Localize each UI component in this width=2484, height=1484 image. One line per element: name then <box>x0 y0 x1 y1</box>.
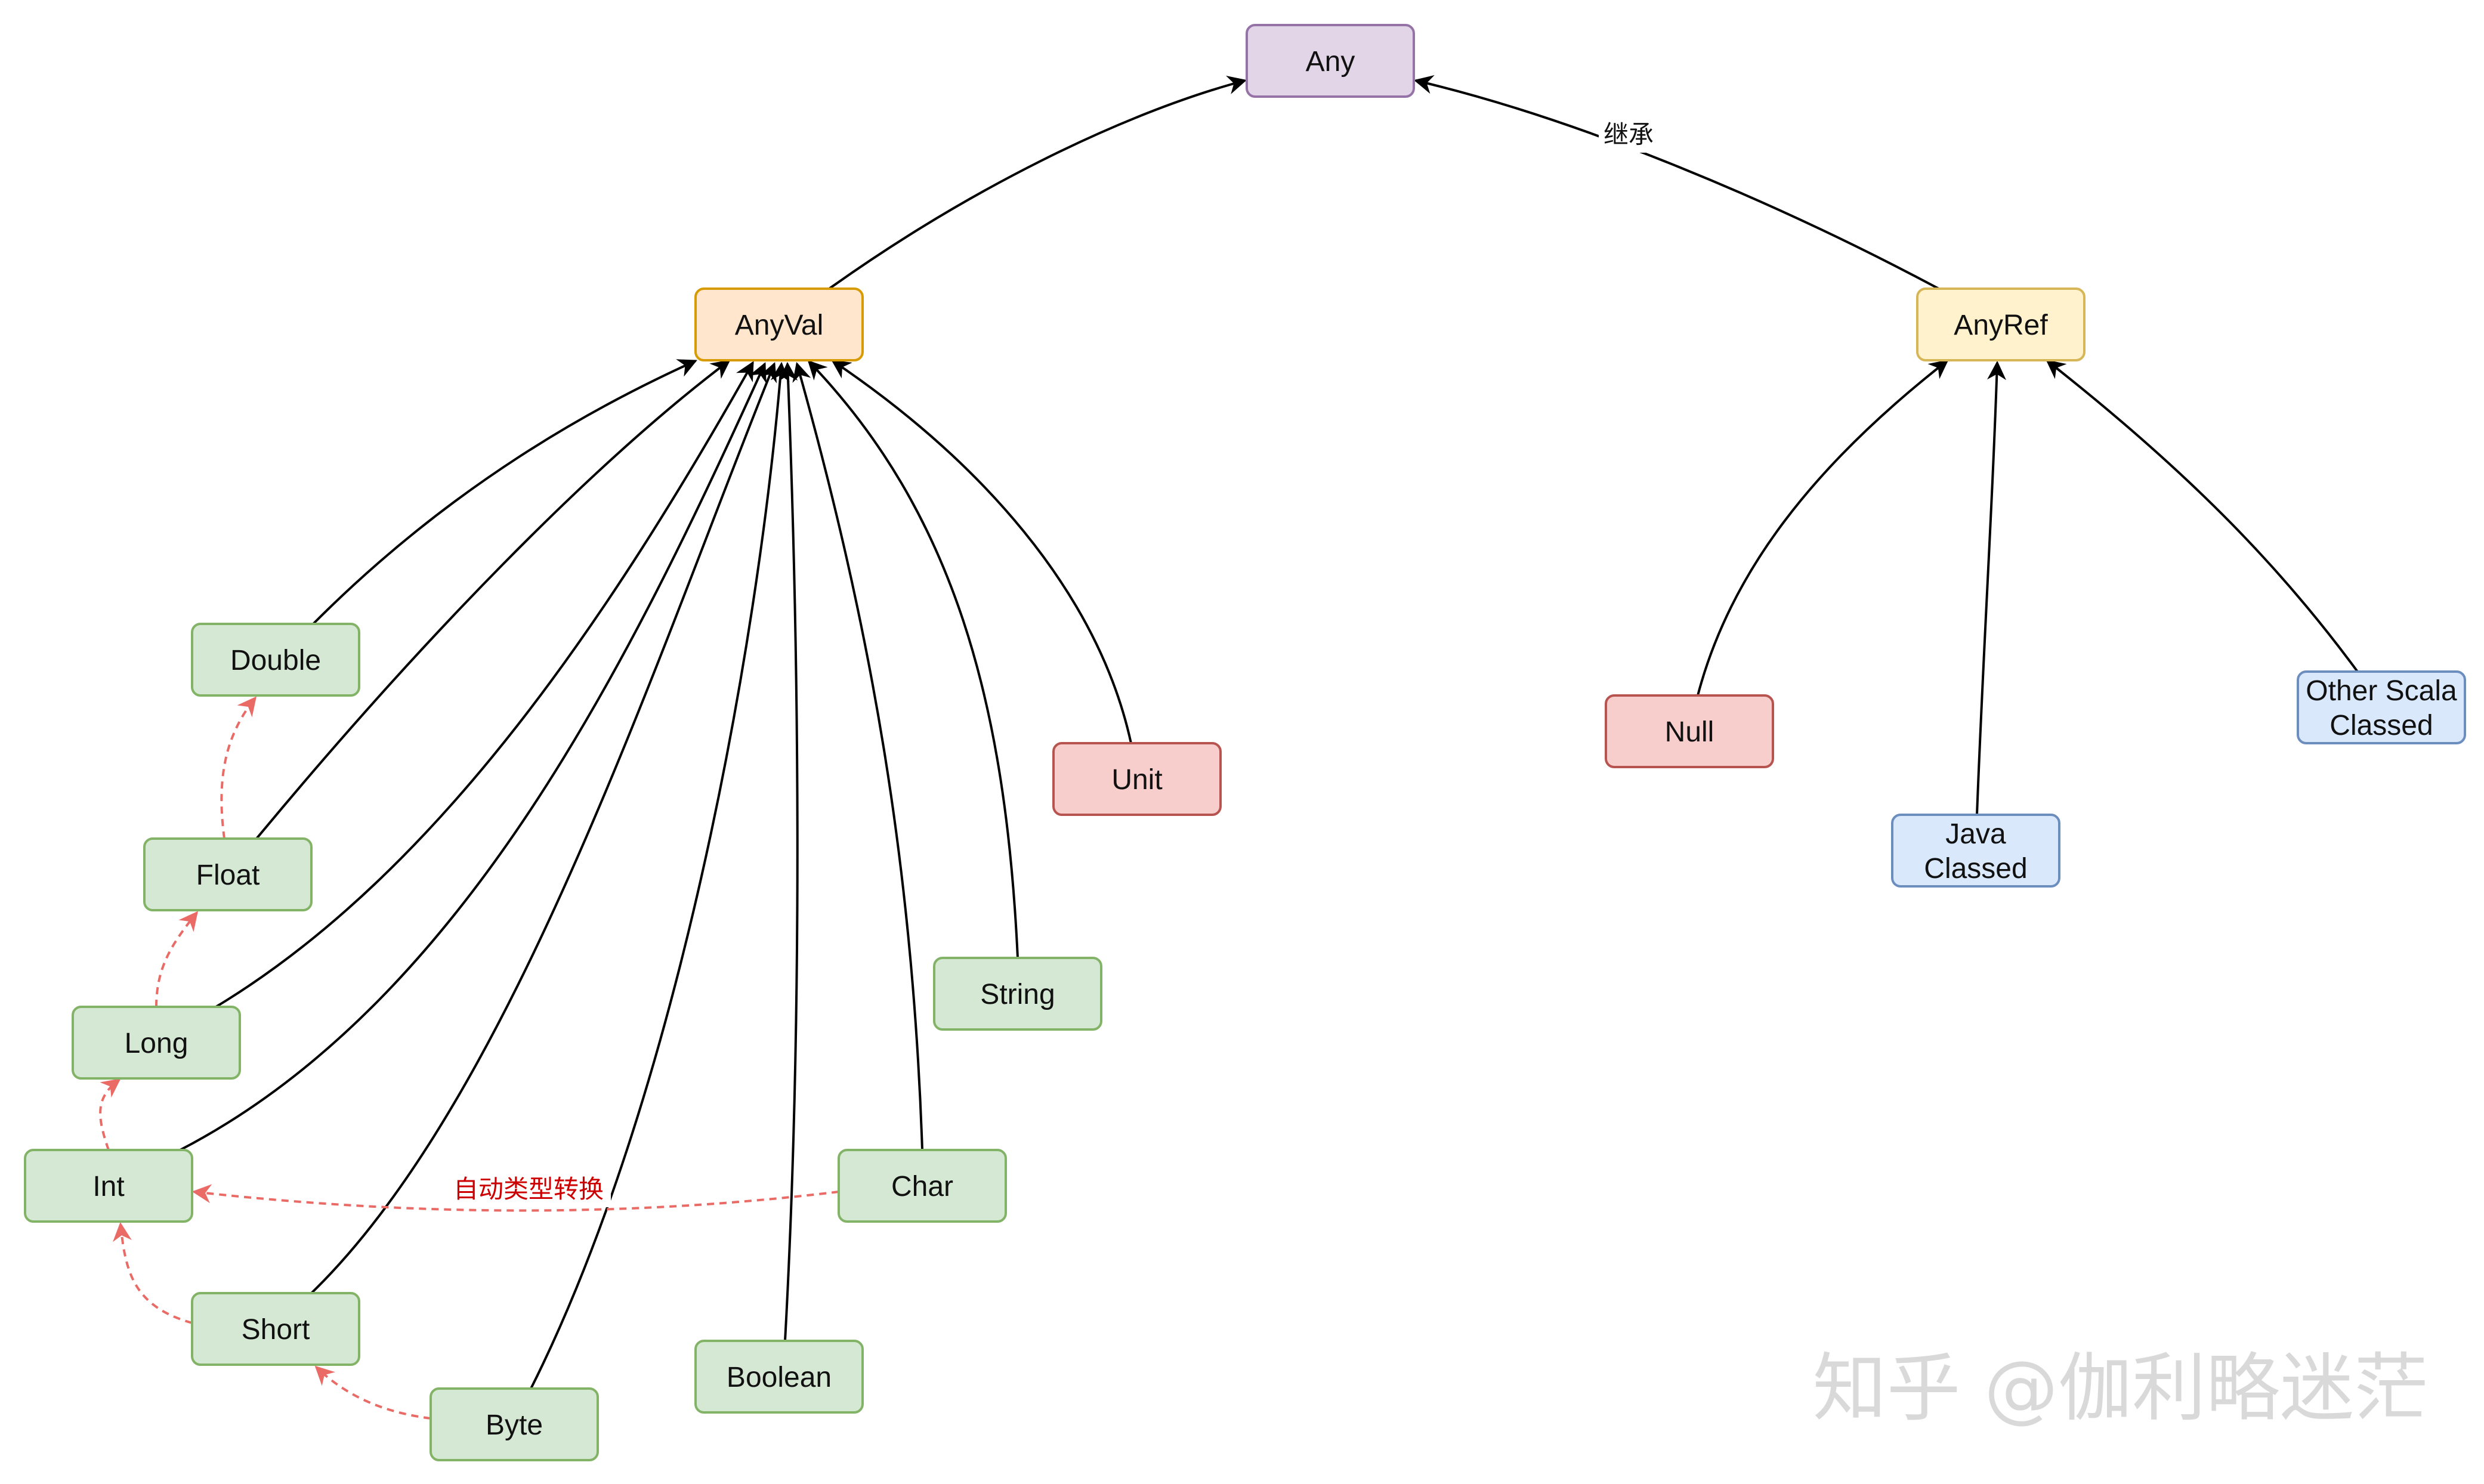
edge-short-to-anyval <box>310 362 777 1294</box>
node-unit: Unit <box>1052 742 1222 816</box>
edge-null-to-anyref <box>1697 360 1949 696</box>
node-label-any: Any <box>1306 46 1355 78</box>
edges-layer <box>99 75 2359 1420</box>
node-label-boolean: Boolean <box>727 1362 832 1393</box>
node-char: Char <box>838 1149 1007 1223</box>
node-short: Short <box>191 1292 360 1366</box>
node-label-float: Float <box>196 860 260 891</box>
node-box-string <box>933 957 1102 1031</box>
node-label-null: Null <box>1665 716 1714 748</box>
edge-label-bg <box>446 1177 611 1207</box>
edge-label-anyref-to-any: 继承 <box>1604 120 1654 149</box>
edge-anyval-to-any <box>828 75 1247 290</box>
node-boolean: Boolean <box>694 1340 864 1414</box>
node-label-int: Int <box>92 1171 124 1202</box>
edge-long-to-float <box>155 911 198 1007</box>
node-label-long: Long <box>125 1028 189 1059</box>
watermark-text: 知乎 @伽利略迷茫 <box>1813 1346 2428 1432</box>
node-box-byte <box>430 1387 599 1461</box>
node-byte: Byte <box>430 1387 599 1461</box>
edge-string-to-anyval <box>807 360 1019 959</box>
edge-boolean-to-anyval <box>778 361 799 1341</box>
edge-short-to-int <box>113 1222 193 1324</box>
node-label-anyval: AnyVal <box>735 310 824 341</box>
edge-anyref-to-any <box>1413 75 1939 290</box>
node-box-double <box>191 623 360 697</box>
node-box-char <box>838 1149 1007 1223</box>
edge-java-to-anyref <box>1976 360 2007 815</box>
edge-unit-to-anyval <box>831 360 1132 744</box>
edge-int-to-long <box>99 1078 121 1151</box>
node-label-string: String <box>980 979 1055 1010</box>
node-box-float <box>143 837 313 911</box>
edge-label-bg <box>1599 123 1658 153</box>
edge-char-to-int <box>191 1184 839 1212</box>
node-label-anyref: AnyRef <box>1954 310 2048 341</box>
node-box-otherscala <box>2297 670 2466 744</box>
node-string: String <box>933 957 1102 1031</box>
node-label-java: Classed <box>1924 853 2027 885</box>
edge-label-char-to-int: 自动类型转换 <box>453 1174 604 1204</box>
node-label-java: Java <box>1945 818 2006 850</box>
node-box-anyref <box>1916 287 2086 361</box>
edge-float-to-double <box>220 696 257 839</box>
node-anyval: AnyVal <box>694 287 864 361</box>
edge-char-to-anyval <box>792 361 923 1151</box>
node-label-otherscala: Other Scala <box>2306 675 2457 707</box>
edge-byte-to-short <box>314 1365 431 1420</box>
node-label-otherscala: Classed <box>2329 710 2433 741</box>
node-anyref: AnyRef <box>1916 287 2086 361</box>
node-box-int <box>24 1149 193 1223</box>
node-box-null <box>1605 694 1774 768</box>
node-box-any <box>1246 24 1415 98</box>
node-label-byte: Byte <box>486 1409 543 1441</box>
node-null: Null <box>1605 694 1774 768</box>
node-box-boolean <box>694 1340 864 1414</box>
node-double: Double <box>191 623 360 697</box>
node-label-double: Double <box>230 645 321 676</box>
node-box-long <box>72 1006 241 1080</box>
edge-int-to-anyval <box>180 362 767 1151</box>
node-box-anyval <box>694 287 864 361</box>
node-any: Any <box>1246 24 1415 98</box>
node-long: Long <box>72 1006 241 1080</box>
node-label-short: Short <box>242 1314 310 1346</box>
edge-double-to-anyval <box>312 359 697 625</box>
node-box-unit <box>1052 742 1222 816</box>
node-label-unit: Unit <box>1111 764 1162 796</box>
edge-float-to-anyval <box>255 360 731 840</box>
node-int: Int <box>24 1149 193 1223</box>
edge-byte-to-anyval <box>530 361 790 1389</box>
node-box-java <box>1891 814 2060 888</box>
node-box-short <box>191 1292 360 1366</box>
edge-otherscala-to-anyref <box>2046 360 2359 673</box>
node-float: Float <box>143 837 313 911</box>
node-label-char: Char <box>891 1171 953 1202</box>
edge-long-to-anyval <box>215 361 754 1008</box>
